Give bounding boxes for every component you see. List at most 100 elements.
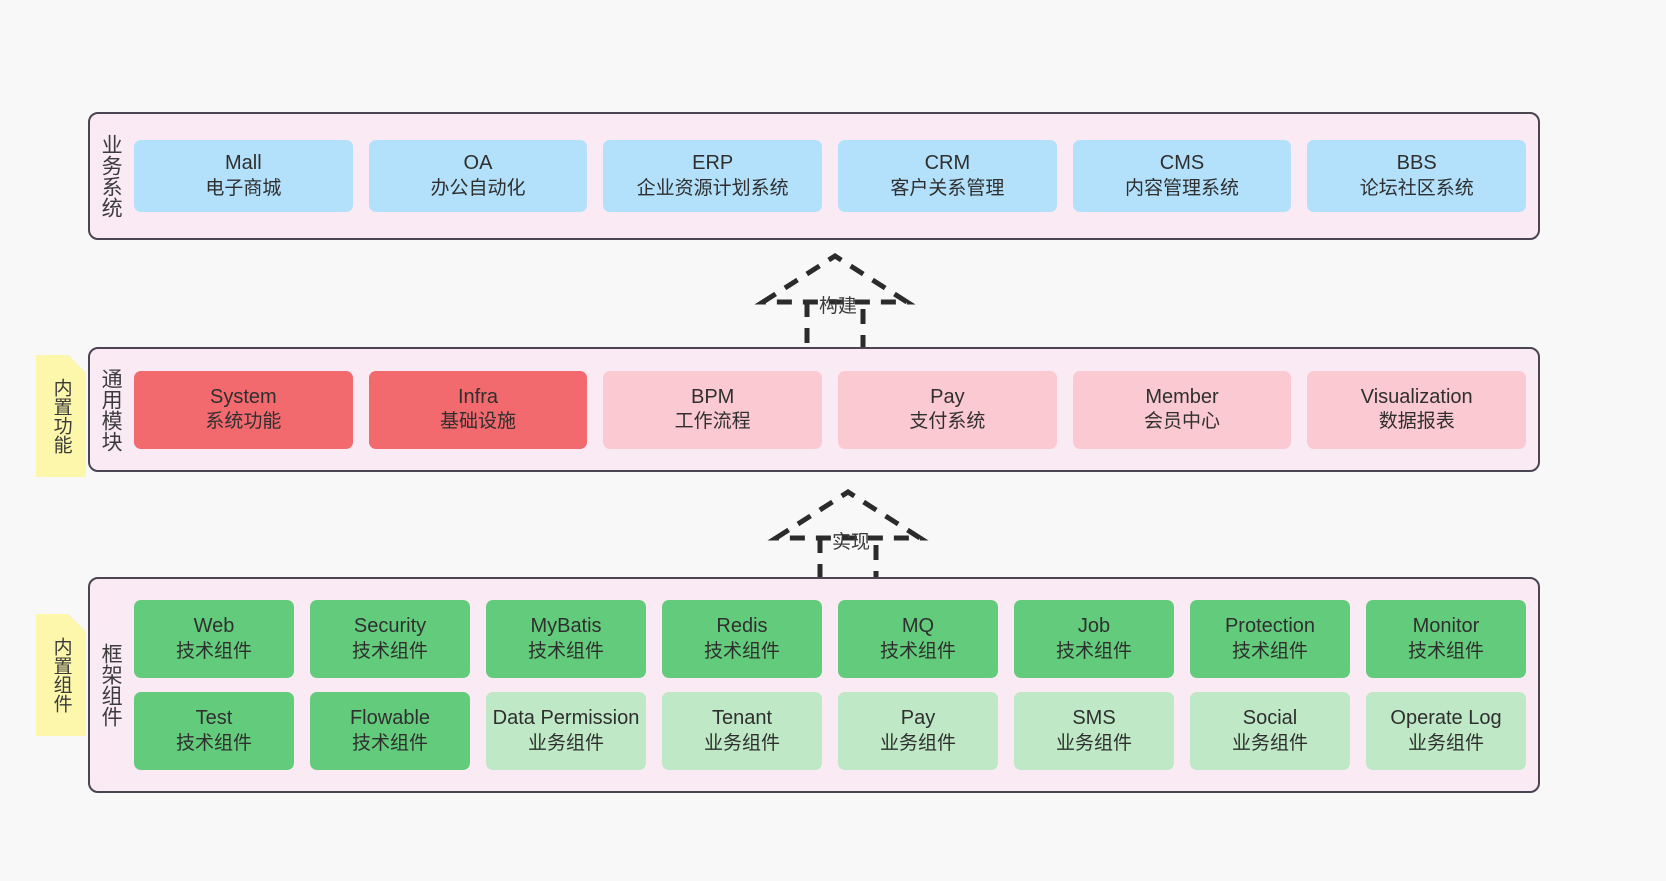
card-subtitle: 业务组件 <box>879 732 956 754</box>
card-title: Web <box>193 615 235 638</box>
layer-common-card-grid: System 系统功能 Infra 基础设施 BPM 工作流程 Pay 支付系统… <box>130 349 1538 470</box>
card-subtitle: 技术组件 <box>1055 640 1132 662</box>
card-title: Data Permission <box>492 707 640 730</box>
page-fold-icon <box>68 614 86 632</box>
card-test[interactable]: Test 技术组件 <box>134 692 294 770</box>
card-title: Pay <box>900 707 936 730</box>
card-title: Protection <box>1224 615 1316 638</box>
card-subtitle: 办公自动化 <box>430 177 526 199</box>
card-security[interactable]: Security 技术组件 <box>310 600 470 678</box>
card-system[interactable]: System 系统功能 <box>134 370 353 449</box>
card-erp[interactable]: ERP 企业资源计划系统 <box>603 140 823 212</box>
card-bpm[interactable]: BPM 工作流程 <box>603 370 823 449</box>
card-infra[interactable]: Infra 基础设施 <box>368 370 588 449</box>
card-sms[interactable]: SMS 业务组件 <box>1014 692 1174 770</box>
card-subtitle: 客户关系管理 <box>890 177 1005 199</box>
card-subtitle: 技术组件 <box>175 640 252 662</box>
card-title: Flowable <box>349 707 431 730</box>
card-subtitle: 电子商城 <box>205 177 282 199</box>
card-title: Infra <box>457 385 499 408</box>
card-subtitle: 会员中心 <box>1144 411 1221 433</box>
layer-framework-card-grid: Web 技术组件 Security 技术组件 MyBatis 技术组件 Redi… <box>130 579 1538 791</box>
card-subtitle: 基础设施 <box>440 411 517 433</box>
card-title: Monitor <box>1412 615 1480 638</box>
layer-business-systems: 业务系统 Mall 电子商城 OA 办公自动化 ERP 企业资源计划系统 CRM <box>88 112 1540 240</box>
card-redis[interactable]: Redis 技术组件 <box>662 600 822 678</box>
card-subtitle: 技术组件 <box>1231 640 1308 662</box>
card-subtitle: 系统功能 <box>205 411 282 433</box>
card-subtitle: 论坛社区系统 <box>1359 177 1474 199</box>
card-pay-module[interactable]: Pay 支付系统 <box>838 370 1057 449</box>
card-subtitle: 技术组件 <box>879 640 956 662</box>
card-protection[interactable]: Protection 技术组件 <box>1190 600 1350 678</box>
connector-implement-shape <box>767 489 929 589</box>
layer-label-common-modules: 通用模块 <box>99 367 123 452</box>
card-title: ERP <box>692 152 734 175</box>
card-mall[interactable]: Mall 电子商城 <box>134 140 353 212</box>
card-subtitle: 企业资源计划系统 <box>636 177 789 199</box>
layer-label-business-systems: 业务系统 <box>99 134 123 218</box>
card-subtitle: 技术组件 <box>351 640 428 662</box>
card-title: Tenant <box>711 707 773 730</box>
card-cms[interactable]: CMS 内容管理系统 <box>1072 140 1292 212</box>
card-subtitle: 技术组件 <box>527 640 604 662</box>
card-oa[interactable]: OA 办公自动化 <box>368 140 588 212</box>
card-subtitle: 数据报表 <box>1378 411 1455 433</box>
connector-build-shape <box>754 253 916 353</box>
card-title: Operate Log <box>1390 707 1502 730</box>
card-title: MyBatis <box>530 615 602 638</box>
card-title: OA <box>463 152 493 175</box>
card-title: MQ <box>901 615 935 638</box>
card-mybatis[interactable]: MyBatis 技术组件 <box>486 600 646 678</box>
card-subtitle: 技术组件 <box>1407 640 1484 662</box>
card-visualization[interactable]: Visualization 数据报表 <box>1307 370 1527 449</box>
card-title: BPM <box>691 385 735 408</box>
card-tenant[interactable]: Tenant 业务组件 <box>662 692 822 770</box>
card-web[interactable]: Web 技术组件 <box>134 600 294 678</box>
card-subtitle: 业务组件 <box>703 732 780 754</box>
layer-framework-components: 框架组件 Web 技术组件 Security 技术组件 MyBatis 技术组件… <box>88 577 1540 793</box>
card-subtitle: 技术组件 <box>175 732 252 754</box>
card-operate-log[interactable]: Operate Log 业务组件 <box>1366 692 1526 770</box>
card-bbs[interactable]: BBS 论坛社区系统 <box>1307 140 1527 212</box>
card-subtitle: 业务组件 <box>527 732 604 754</box>
note-label: 内置功能 <box>50 378 72 454</box>
card-subtitle: 技术组件 <box>703 640 780 662</box>
layer-common-modules: 通用模块 System 系统功能 Infra 基础设施 BPM 工作流程 Pay <box>88 347 1540 472</box>
card-title: Mall <box>225 152 262 175</box>
card-crm[interactable]: CRM 客户关系管理 <box>838 140 1057 212</box>
connector-implement-label: 实现 <box>832 532 871 553</box>
note-builtin-components: 内置组件 <box>36 614 86 736</box>
card-social[interactable]: Social 业务组件 <box>1190 692 1350 770</box>
card-title: System <box>209 385 277 408</box>
card-job[interactable]: Job 技术组件 <box>1014 600 1174 678</box>
card-title: Job <box>1077 615 1111 638</box>
card-data-permission[interactable]: Data Permission 业务组件 <box>486 692 646 770</box>
card-member[interactable]: Member 会员中心 <box>1072 370 1292 449</box>
card-title: CRM <box>924 152 971 175</box>
card-flowable[interactable]: Flowable 技术组件 <box>310 692 470 770</box>
card-row: Mall 电子商城 OA 办公自动化 ERP 企业资源计划系统 CRM 客户关系… <box>134 140 1527 212</box>
card-title: CMS <box>1159 152 1205 175</box>
card-pay-component[interactable]: Pay 业务组件 <box>838 692 998 770</box>
card-mq[interactable]: MQ 技术组件 <box>838 600 998 678</box>
card-title: BBS <box>1396 152 1437 175</box>
card-title: SMS <box>1072 707 1116 730</box>
card-subtitle: 业务组件 <box>1407 732 1484 754</box>
card-row: Web 技术组件 Security 技术组件 MyBatis 技术组件 Redi… <box>134 600 1526 678</box>
note-builtin-features: 内置功能 <box>36 355 86 477</box>
card-title: Security <box>353 615 427 638</box>
connector-implement: 实现 <box>767 488 929 589</box>
card-subtitle: 支付系统 <box>909 411 986 433</box>
card-subtitle: 业务组件 <box>1231 732 1308 754</box>
card-title: Social <box>1242 707 1298 730</box>
page-fold-icon <box>68 355 86 373</box>
card-subtitle: 业务组件 <box>1055 732 1132 754</box>
card-subtitle: 内容管理系统 <box>1125 177 1240 199</box>
card-monitor[interactable]: Monitor 技术组件 <box>1366 600 1526 678</box>
card-subtitle: 工作流程 <box>674 411 751 433</box>
card-subtitle: 技术组件 <box>351 732 428 754</box>
card-title: Test <box>195 707 233 730</box>
card-title: Visualization <box>1360 385 1473 408</box>
